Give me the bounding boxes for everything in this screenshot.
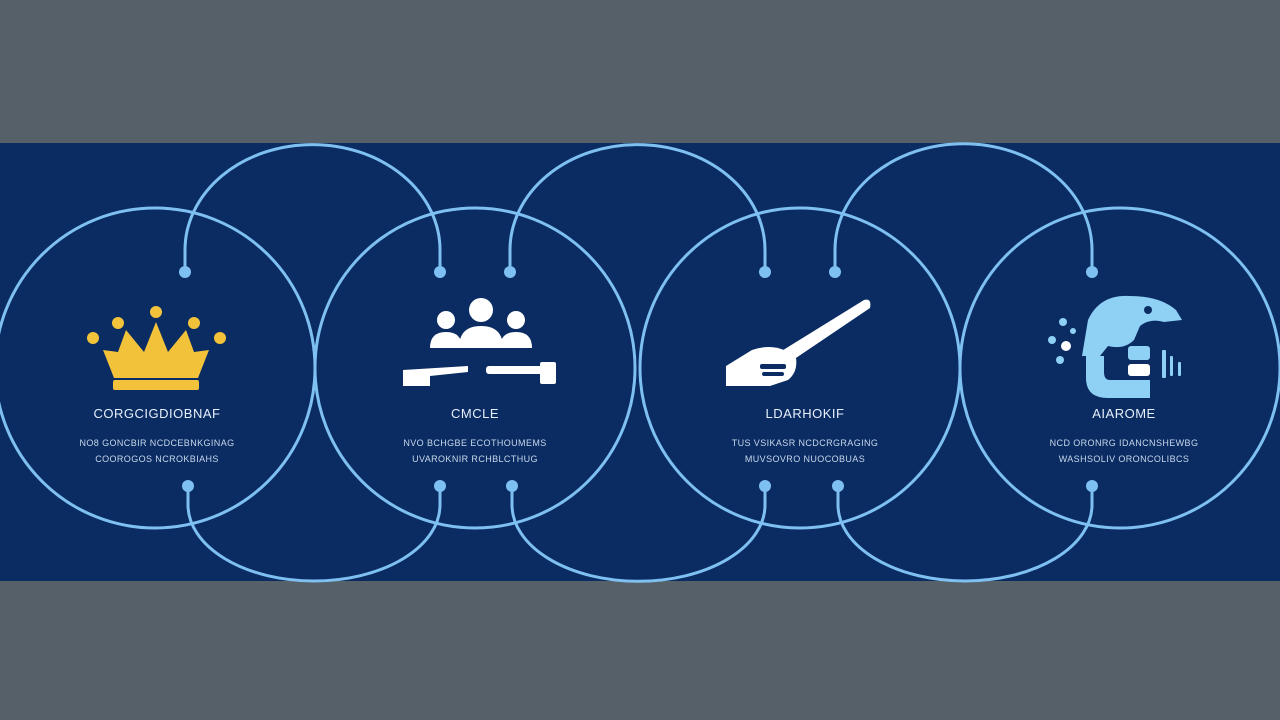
connector-dot	[759, 480, 771, 492]
stage-4-title: AIAROME	[1092, 406, 1156, 421]
stage-1-text: CORGCIGDIOBNAF NO8 GONCBIR NCDCEBNKGINAG…	[47, 406, 267, 467]
connector-dot	[829, 266, 841, 278]
stage-2-desc-line2: UVAROKNIR RCHBLCTHUG	[412, 454, 538, 464]
stage-1-desc-line1: NO8 GONCBIR NCDCEBNKGINAG	[79, 438, 235, 448]
stage-3-desc-line2: MUVSOVRO NUOCOBUAS	[744, 454, 866, 464]
connector-dot	[434, 480, 446, 492]
stage-3-desc-line1: TUS VSIKASR NCDCRGRAGING	[731, 438, 879, 448]
stage-4-desc-line2: WASHSOLIV ORONCOLIBCS	[1058, 454, 1190, 464]
connector-dot	[504, 266, 516, 278]
stage-ring-3	[638, 206, 962, 530]
connector-arc-top-1	[183, 143, 442, 272]
stage-1-desc-line2: COOROGOS NCROKBIAHS	[95, 454, 219, 464]
connector-dot	[759, 266, 771, 278]
crown-icon	[87, 306, 226, 390]
connector-dot	[1086, 480, 1098, 492]
stage-2-desc-line1: NVO BCHGBE ECOTHOUMEMS	[403, 438, 547, 448]
hand-baton-icon	[726, 299, 871, 386]
connector-dot	[506, 480, 518, 492]
connector-dot	[1086, 266, 1098, 278]
chameleon-magnet-icon	[1048, 295, 1182, 398]
stage-4-desc-line1: NCD ORONRG IDANCNSHEWBG	[1049, 438, 1199, 448]
stage-1-title: CORGCIGDIOBNAF	[93, 406, 221, 421]
stage-ring-4	[958, 206, 1280, 530]
connector-dot	[434, 266, 446, 278]
connector-arc-bottom-2	[510, 486, 767, 583]
stage-3-title: LDARHOKIF	[765, 406, 845, 421]
stage-3-text: LDARHOKIF TUS VSIKASR NCDCRGRAGING MUVSO…	[695, 406, 915, 467]
stage-2-title: CMCLE	[450, 406, 499, 421]
stage-2-text: CMCLE NVO BCHGBE ECOTHOUMEMS UVAROKNIR R…	[365, 406, 585, 467]
stage-ring-2	[313, 206, 637, 530]
connector-dot	[182, 480, 194, 492]
connector-dot	[179, 266, 191, 278]
connector-arc-top-3	[833, 142, 1094, 272]
connector-arc-bottom-1	[186, 486, 442, 583]
stage-4-text: AIAROME NCD ORONRG IDANCNSHEWBG WASHSOLI…	[1014, 406, 1234, 467]
connector-dot	[832, 480, 844, 492]
connector-arc-bottom-3	[836, 486, 1094, 583]
connector-arc-top-2	[508, 143, 767, 272]
people-hammer-icon	[403, 298, 556, 386]
